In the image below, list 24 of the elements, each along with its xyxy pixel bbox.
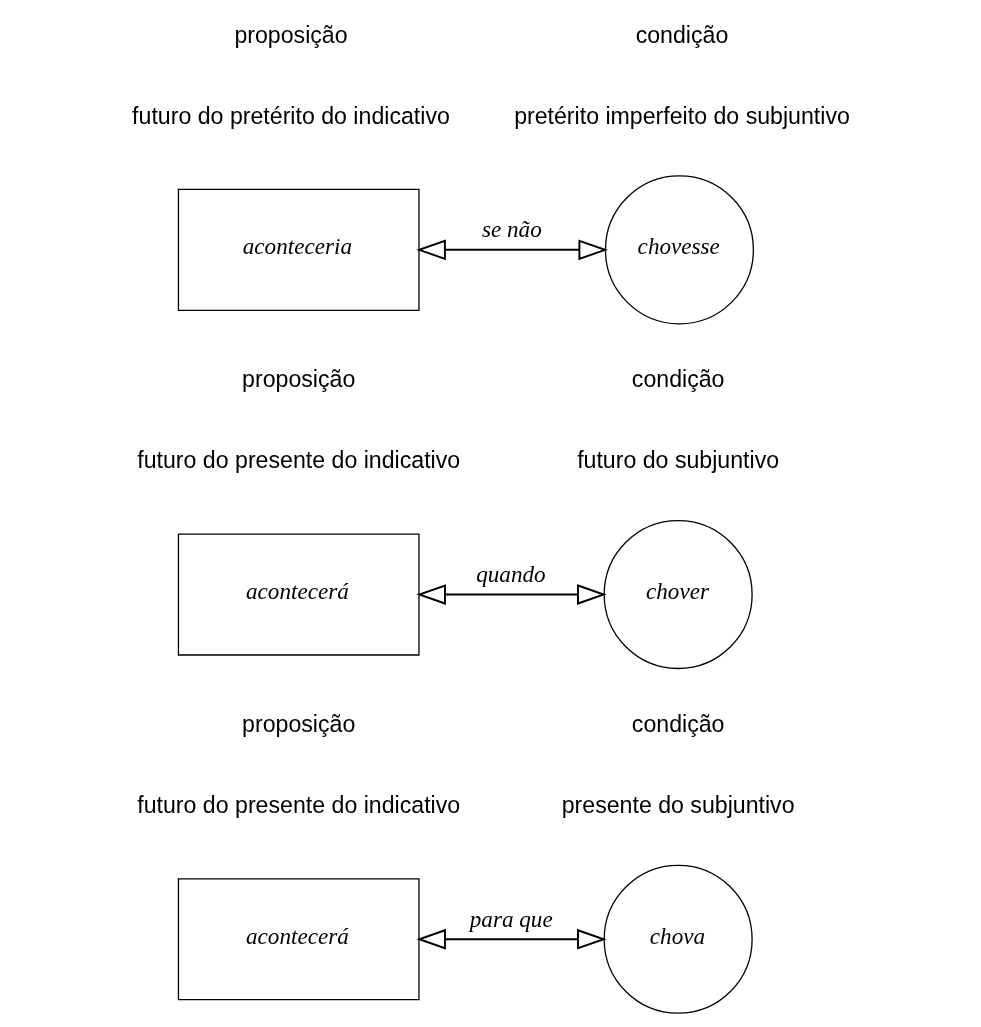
- label: proposição: [241, 711, 355, 738]
- label: futuro do pretérito do indicativo: [131, 102, 450, 129]
- arrow: [415, 239, 608, 261]
- label: futuro do presente do indicativo: [136, 792, 460, 819]
- label: futuro do presente do indicativo: [136, 447, 460, 474]
- label: pretérito imperfeito do subjuntivo: [513, 102, 850, 129]
- label: condição: [631, 366, 724, 393]
- arrow: [415, 584, 607, 605]
- label: proposição: [233, 21, 348, 48]
- edge-label: se não: [481, 216, 542, 243]
- label: proposição: [241, 366, 355, 393]
- edge-label: quando: [475, 561, 546, 588]
- node-circle: chova: [603, 864, 753, 1014]
- label: presente do subjuntivo: [561, 792, 795, 819]
- node-box: acontecerá: [177, 533, 420, 656]
- node-box: aconteceria: [177, 188, 420, 311]
- edge-label: para que: [469, 905, 553, 932]
- node-circle: chovesse: [604, 175, 754, 325]
- node-circle: chover: [603, 519, 753, 670]
- node-box: acontecerá: [177, 878, 420, 1001]
- label: condição: [631, 711, 724, 738]
- label: futuro do subjuntivo: [576, 447, 779, 474]
- arrow: [415, 928, 607, 950]
- label: condição: [635, 21, 728, 48]
